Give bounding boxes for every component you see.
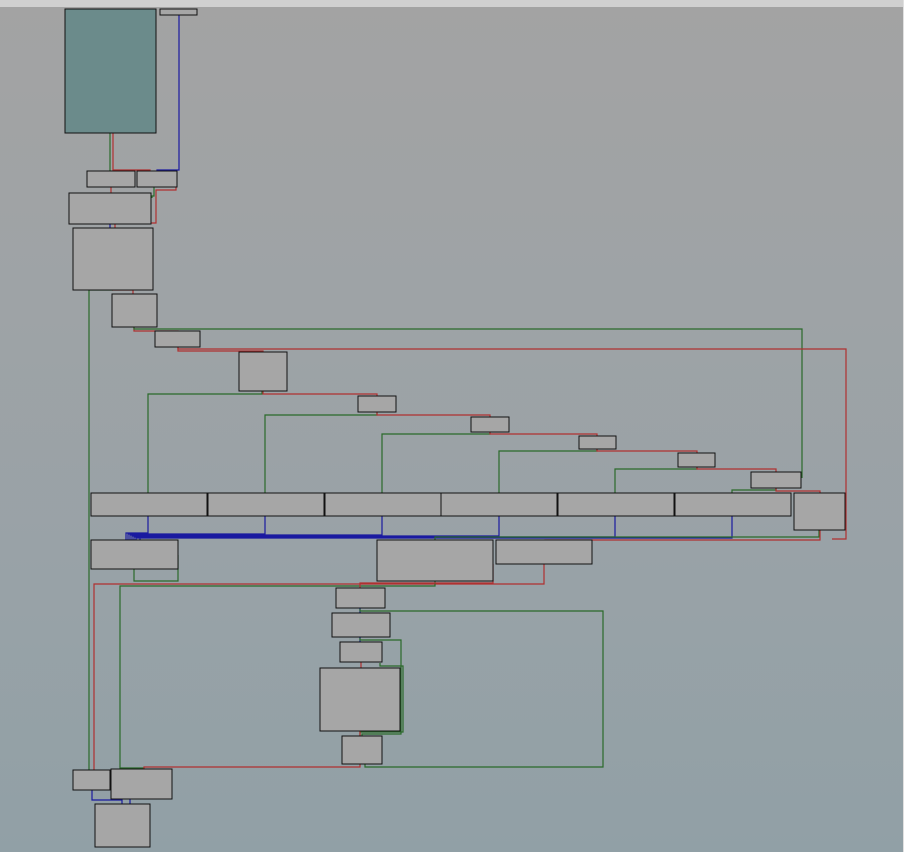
edge-true — [151, 187, 155, 198]
merge-block-center[interactable] — [376, 539, 494, 582]
default-block[interactable] — [793, 492, 846, 531]
edge-unconditional — [125, 516, 149, 540]
edge-true — [381, 431, 491, 493]
block-g1[interactable] — [357, 395, 397, 413]
block-e[interactable] — [154, 330, 201, 348]
edge-unconditional — [135, 516, 733, 540]
exit-block[interactable] — [94, 803, 151, 848]
merge-block-right[interactable] — [495, 539, 593, 565]
edge-unconditional — [133, 516, 616, 540]
edge-false — [544, 530, 821, 541]
loop-inner-1[interactable] — [339, 641, 383, 663]
block-g2[interactable] — [470, 416, 510, 433]
edge-false — [143, 764, 361, 770]
window-top-border — [0, 0, 904, 7]
edge-unconditional — [156, 14, 180, 172]
block-a1[interactable] — [86, 170, 136, 188]
edge-unconditional — [91, 790, 123, 804]
edge-true — [88, 289, 113, 772]
edge-true — [614, 466, 698, 493]
case-block-6[interactable] — [674, 492, 792, 517]
case-block-4[interactable] — [440, 492, 558, 517]
loop-cond[interactable] — [331, 612, 391, 638]
case-block-5[interactable] — [557, 492, 675, 517]
block-b[interactable] — [68, 192, 152, 225]
edge-true — [264, 412, 378, 493]
edge-true — [133, 327, 803, 478]
loop-header[interactable] — [335, 587, 386, 609]
edge-true — [498, 448, 598, 493]
block-a2[interactable] — [136, 170, 178, 188]
edge-true — [359, 609, 604, 768]
edge-unconditional — [129, 516, 383, 540]
edge-true — [731, 488, 777, 493]
entry-block[interactable] — [64, 8, 157, 134]
block-f[interactable] — [238, 351, 288, 392]
block-top-stub[interactable] — [159, 8, 198, 16]
block-d[interactable] — [111, 293, 158, 328]
block-g3[interactable] — [578, 435, 617, 450]
edge-false — [112, 133, 151, 172]
case-block-3[interactable] — [324, 492, 442, 517]
merge-block-left[interactable] — [90, 539, 179, 570]
exit-pre-2[interactable] — [110, 768, 173, 800]
block-g4[interactable] — [677, 452, 716, 468]
edge-true — [147, 391, 263, 493]
block-g5[interactable] — [750, 471, 802, 489]
case-block-1[interactable] — [90, 492, 208, 517]
case-block-2[interactable] — [207, 492, 325, 517]
edge-unconditional — [131, 516, 500, 540]
edge-true — [359, 638, 402, 736]
block-c[interactable] — [72, 227, 154, 291]
loop-latch[interactable] — [341, 735, 383, 765]
edge-false — [93, 564, 545, 770]
exit-pre-1[interactable] — [72, 769, 111, 791]
edge-unconditional — [127, 516, 266, 540]
loop-body[interactable] — [319, 667, 401, 732]
edge-true — [434, 530, 820, 541]
